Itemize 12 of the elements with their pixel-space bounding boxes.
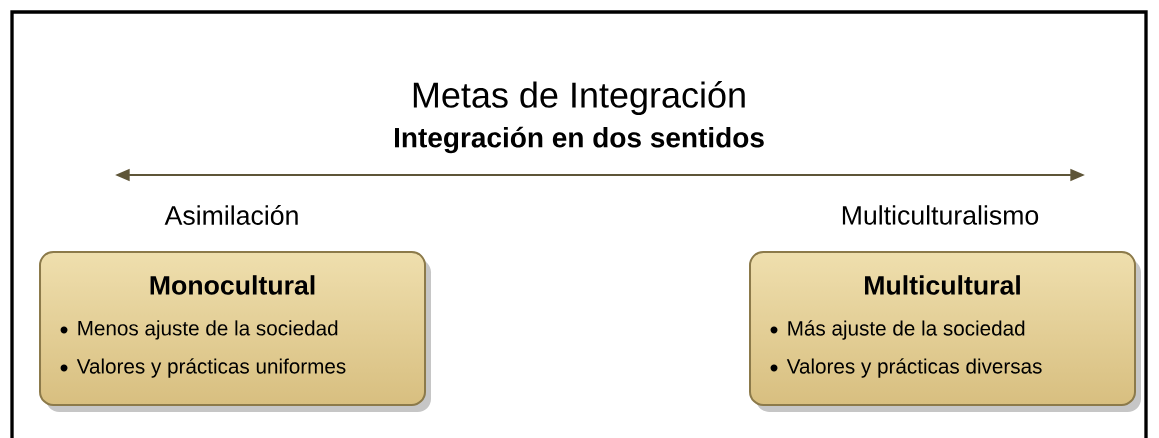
bullet-item: Valores y prácticas diversas: [770, 358, 1042, 378]
label: Asimilación: [164, 205, 298, 225]
title: Metas de Integración: [413, 81, 745, 115]
subtitle: Integración en dos sentidos: [395, 126, 764, 154]
label: Multiculturalismo: [842, 205, 1039, 225]
box-heading: Multicultural: [865, 275, 1020, 295]
box-heading: Monocultural: [150, 275, 315, 295]
bullet-item: Valores y prácticas uniformes: [60, 358, 346, 378]
bullet-item: Más ajuste de la sociedad: [770, 320, 1025, 340]
text-box: [749, 251, 1141, 412]
bullet-item: Menos ajuste de la sociedad: [60, 320, 338, 340]
text-box: [39, 251, 431, 412]
